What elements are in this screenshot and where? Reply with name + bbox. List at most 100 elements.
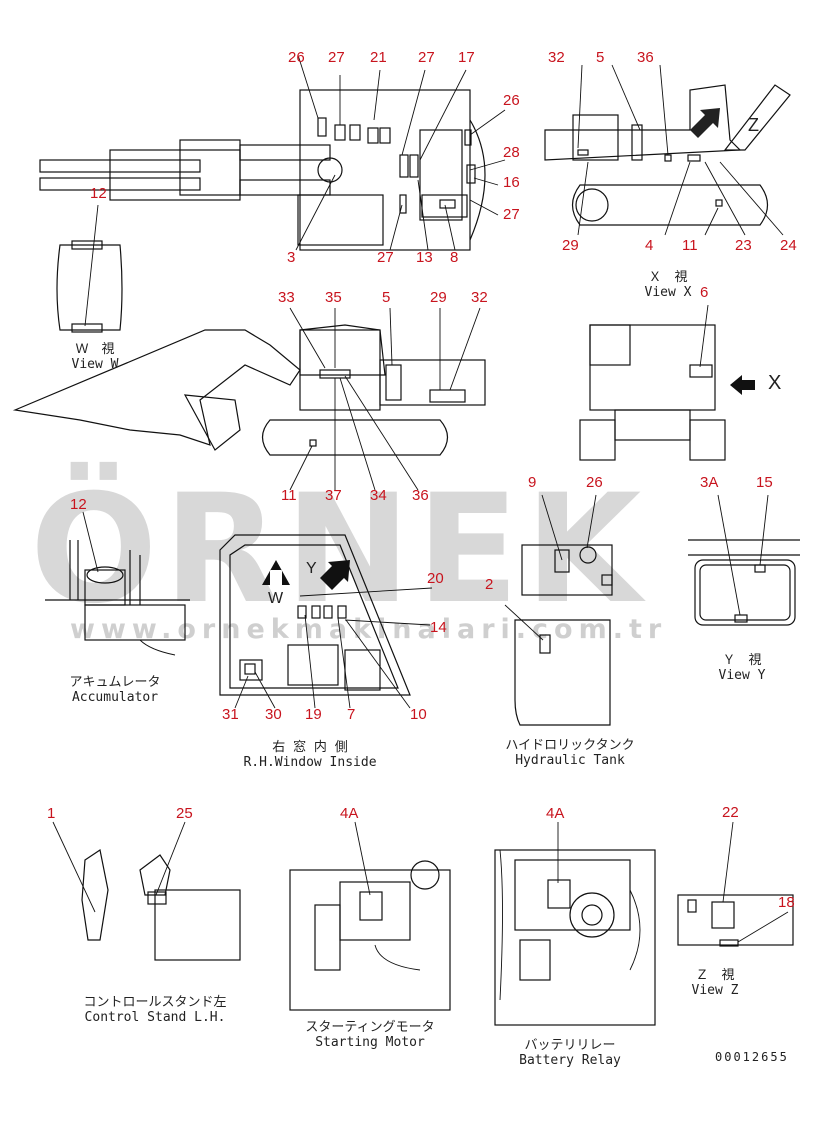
caption-jp: バッテリリレー [524, 1038, 616, 1053]
view-9-26-drawing [521, 494, 613, 596]
callout-32: 32 [471, 289, 488, 306]
caption-jp: 右 窓 内 側 [272, 740, 348, 755]
callout-27: 27 [418, 49, 435, 66]
view-letter-z: Z [748, 115, 759, 135]
caption-en: R.H.Window Inside [243, 755, 377, 770]
callout-22: 22 [722, 804, 739, 821]
callout-35: 35 [325, 289, 342, 306]
callout-27: 27 [503, 206, 520, 223]
callout-32: 32 [548, 49, 565, 66]
caption-en: View Z [691, 983, 739, 998]
starting-motor-drawing [289, 821, 451, 1011]
caption-en: Accumulator [71, 690, 159, 705]
callout-6: 6 [700, 284, 709, 301]
callout-13: 13 [416, 249, 433, 266]
view-letter-y: Y [306, 560, 317, 577]
callout-25: 25 [176, 805, 193, 822]
caption-battery-relay: バッテリリレー Battery Relay [500, 1038, 640, 1068]
caption-view-y: Ｙ 視 View Y [702, 653, 782, 683]
caption-accumulator: アキュムレータ Accumulator [50, 675, 180, 705]
view-y-drawing [688, 494, 800, 626]
callout-26: 26 [288, 49, 305, 66]
hydraulic-tank-drawing [504, 604, 611, 726]
callout-36: 36 [637, 49, 654, 66]
callout-21: 21 [370, 49, 387, 66]
view-letter-w: W [268, 590, 284, 607]
caption-en: View X [644, 285, 692, 300]
callout-33: 33 [278, 289, 295, 306]
callout-3A: 3A [700, 474, 719, 491]
callout-7: 7 [347, 706, 356, 723]
callout-29: 29 [430, 289, 447, 306]
callout-24: 24 [780, 237, 797, 254]
view-x-drawing [579, 304, 755, 461]
caption-en: View Y [718, 668, 766, 683]
side-view-excavator-main [12, 307, 486, 491]
view-w-drawing [56, 204, 123, 333]
caption-jp: スターティングモータ [305, 1020, 435, 1035]
control-stand-drawing [52, 821, 241, 961]
callout-11: 11 [281, 487, 297, 504]
caption-control-stand: コントロールスタンド左 Control Stand L.H. [65, 995, 245, 1025]
watermark-logo: ÖRNEK [30, 463, 648, 637]
callout-36: 36 [412, 487, 429, 504]
top-view-excavator [39, 54, 506, 251]
callout-5: 5 [382, 289, 391, 306]
callout-26: 26 [586, 474, 603, 491]
callout-2: 2 [485, 576, 494, 593]
callout-5: 5 [596, 49, 605, 66]
callout-27: 27 [377, 249, 394, 266]
callout-18: 18 [778, 894, 795, 911]
callout-37: 37 [325, 487, 342, 504]
caption-jp: アキュムレータ [69, 675, 161, 690]
callout-20: 20 [427, 570, 444, 587]
callout-4A: 4A [546, 805, 565, 822]
caption-jp: Ｚ 視 [695, 968, 735, 983]
caption-en: Starting Motor [315, 1035, 425, 1050]
callout-30: 30 [265, 706, 282, 723]
callout-4: 4 [645, 237, 654, 254]
window-inside-drawing [219, 534, 433, 709]
callout-10: 10 [410, 706, 427, 723]
callout-4A: 4A [340, 805, 359, 822]
callout-14: 14 [430, 619, 447, 636]
callout-34: 34 [370, 487, 387, 504]
callout-28: 28 [503, 144, 520, 161]
accumulator-drawing [45, 511, 190, 656]
callout-11: 11 [682, 237, 698, 254]
battery-relay-drawing [494, 822, 656, 1026]
view-z-drawing [677, 821, 794, 947]
callout-31: 31 [222, 706, 239, 723]
caption-starting-motor: スターティングモータ Starting Motor [295, 1020, 445, 1050]
callout-16: 16 [503, 174, 520, 191]
caption-view-z: Ｚ 視 View Z [675, 968, 755, 998]
caption-en: Hydraulic Tank [515, 753, 625, 768]
drawing-number: 00012655 [715, 1050, 789, 1064]
callout-15: 15 [756, 474, 773, 491]
caption-window-inside: 右 窓 内 側 R.H.Window Inside [225, 740, 395, 770]
callout-29: 29 [562, 237, 579, 254]
caption-jp: Ｙ 視 [722, 653, 762, 668]
caption-jp: ハイドロリックタンク [505, 738, 635, 753]
callout-27: 27 [328, 49, 345, 66]
caption-view-x: Ｘ 視 View X [628, 270, 708, 300]
callout-3: 3 [287, 249, 296, 266]
caption-view-w: Ｗ 視 View W [55, 342, 135, 372]
callout-17: 17 [458, 49, 475, 66]
caption-jp: Ｗ 視 [75, 342, 115, 357]
caption-hydraulic-tank: ハイドロリックタンク Hydraulic Tank [495, 738, 645, 768]
caption-en: View W [71, 357, 119, 372]
view-letter-x: X [768, 372, 782, 394]
callout-26: 26 [503, 92, 520, 109]
caption-jp: Ｘ 視 [648, 270, 688, 285]
callout-9: 9 [528, 474, 537, 491]
callout-8: 8 [450, 249, 459, 266]
caption-en: Battery Relay [519, 1053, 621, 1068]
callout-19: 19 [305, 706, 322, 723]
side-view-excavator-right [544, 64, 791, 236]
caption-en: Control Stand L.H. [84, 1010, 226, 1025]
callout-1: 1 [47, 805, 56, 822]
callout-12: 12 [90, 185, 107, 202]
